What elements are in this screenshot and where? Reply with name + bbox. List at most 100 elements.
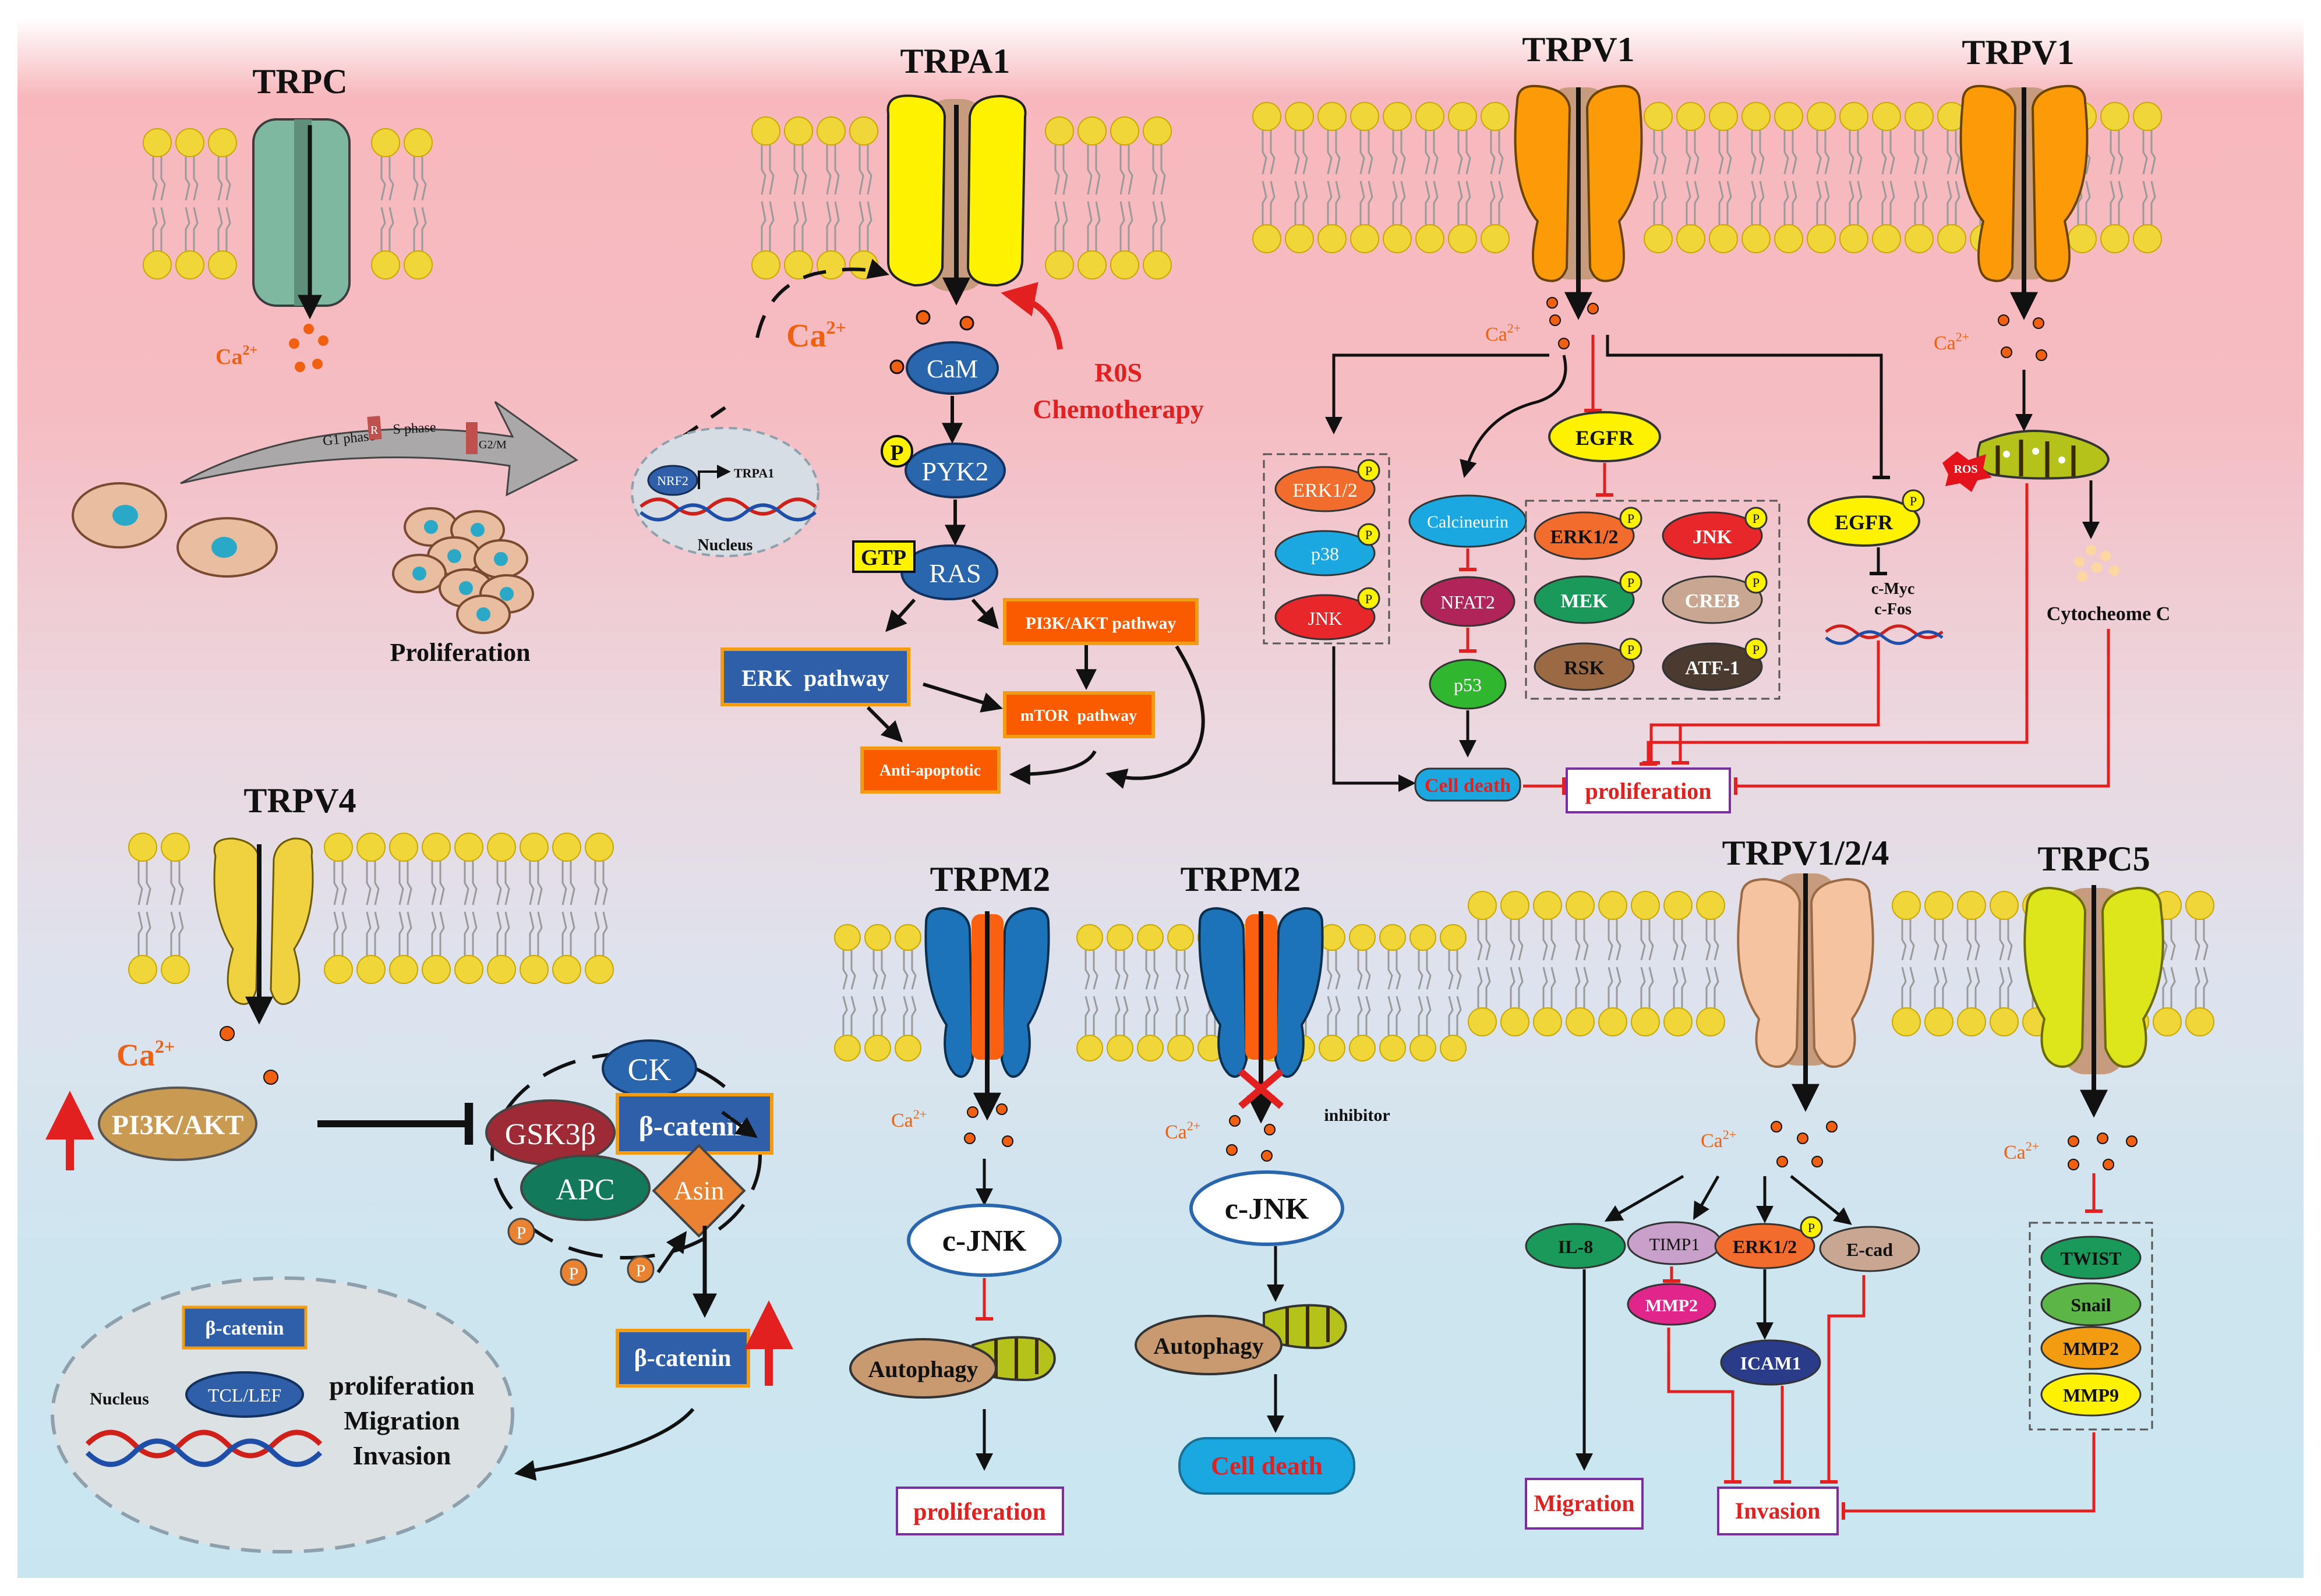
pi3k-pathway-box: PI3K/AKT pathway	[1003, 598, 1199, 645]
box2-rsk-label: RSK	[1564, 657, 1605, 679]
nucleus-outcome-proliferation: proliferation	[329, 1371, 475, 1400]
mmp9-node: MMP9	[2040, 1372, 2142, 1417]
trpv1b-channel-title: TRPV1	[1962, 33, 2074, 72]
cell-death-badge-b: Cell death	[1178, 1437, 1355, 1495]
cam-label: CaM	[927, 355, 978, 383]
erk-pathway-box: ERK pathway	[720, 647, 910, 706]
gsk3b-node: GSK3β	[485, 1099, 616, 1166]
egfr-top-label: EGFR	[1575, 426, 1634, 450]
cjnk-node-b: c-JNK	[1189, 1170, 1344, 1246]
ecad-node: E-cad	[1819, 1226, 1920, 1272]
trpv1a-ca-ions	[1546, 297, 1599, 349]
box1-jnk-label: JNK	[1308, 608, 1343, 629]
mitochondrion	[1976, 430, 2110, 480]
trpv1a-channel-title: TRPV1	[1522, 30, 1634, 69]
stimulus-chemotherapy-label: Chemotherapy	[1033, 394, 1204, 424]
panel-trpa1: TRPA1 Ca2+ NRF2 TRPA1 Nucleus R0S Chemot…	[631, 42, 1205, 794]
autophagy-node-b: Autophagy	[1135, 1304, 1347, 1375]
mmp9-label: MMP9	[2063, 1385, 2119, 1406]
box1-erk-node: ERK1/2 P	[1274, 459, 1380, 512]
ros-label: ROS	[1953, 463, 1977, 476]
cjnk-label-b: c-JNK	[1225, 1192, 1309, 1226]
lipid-bilayer	[1252, 102, 2162, 253]
erk-to-mtor-arrow	[923, 682, 1003, 713]
ca-to-ecad-arrow	[1790, 1175, 1852, 1225]
anti-apoptotic-label: Anti-apoptotic	[879, 762, 981, 780]
cfos-label: c-Fos	[1874, 600, 1912, 618]
membranes	[128, 102, 2214, 1061]
egfr-right-node: EGFR P	[1807, 489, 1925, 547]
box2-rsk-node: RSK P	[1534, 638, 1642, 691]
cell-death-label-a: Cell death	[1425, 775, 1511, 797]
ecad-label: E-cad	[1846, 1239, 1893, 1260]
phospho-badge: P	[1365, 463, 1372, 478]
mmp2-label-d: MMP2	[2063, 1338, 2119, 1359]
phospho-badge: P	[1365, 528, 1372, 542]
trpm2a-ca-ions	[964, 1103, 1013, 1147]
mapk-box-1	[1263, 453, 1390, 645]
box1-p38-label: p38	[1311, 543, 1339, 564]
p53-node: p53	[1429, 659, 1507, 710]
trpc-ca-label: Ca2+	[216, 343, 257, 369]
asin-node: Asin	[652, 1144, 746, 1238]
trpv124-channel	[1737, 873, 1874, 1112]
nucleus-outcome-migration: Migration	[344, 1406, 460, 1435]
trpv1a-to-box1-line	[1325, 353, 1549, 434]
erk-pathway-label: ERK pathway	[741, 665, 889, 691]
anti-apoptotic-box: Anti-apoptotic	[860, 746, 1001, 794]
inhibitor-cross-mark	[1238, 1068, 1284, 1109]
single-cell-1	[72, 482, 167, 548]
trpv1a-channel	[1514, 84, 1643, 320]
trpa1-ca-ions	[889, 310, 974, 374]
asin-label: Asin	[674, 1176, 725, 1205]
proliferation-label-b: proliferation	[913, 1499, 1046, 1526]
snail-label: Snail	[2071, 1294, 2111, 1315]
phospho-badge: P	[1753, 575, 1760, 590]
proliferating-cell-cluster	[392, 507, 534, 634]
box1-to-cell-death-arrow	[1332, 646, 1416, 792]
trpc5-channel-title: TRPC5	[2037, 840, 2150, 878]
invasion-label: Invasion	[1735, 1498, 1821, 1524]
nucleus-gene-label: TRPA1	[734, 466, 774, 480]
trpv4-ca-ion-1	[220, 1026, 235, 1041]
mtor-pathway-label: mTOR pathway	[1020, 707, 1137, 725]
pi3k-to-antiapoptotic-arrow	[1105, 645, 1205, 789]
ck-label: CK	[627, 1052, 671, 1087]
trpa1-nucleus: NRF2 TRPA1 Nucleus	[631, 427, 819, 557]
nfat2-label: NFAT2	[1440, 592, 1495, 613]
bcatenin-complex-box: β-catenin	[616, 1093, 773, 1155]
bcatenin-to-nucleus-arrow	[514, 1408, 695, 1481]
emt-inhibits-invasion	[1842, 1432, 2096, 1520]
invasion-box: Invasion	[1717, 1487, 1839, 1535]
erk-to-antiapoptotic-arrow	[866, 706, 903, 743]
gtp-label: GTP	[861, 546, 906, 570]
box2-atf1-node: ATF-1 P	[1662, 638, 1768, 691]
trpv4-nucleus: β-catenin Nucleus TCL/LEF proliferation …	[51, 1276, 514, 1553]
phospho-badge: P	[517, 1223, 527, 1243]
trpv1b-ca-ions	[1998, 314, 2047, 361]
lipid-bilayer	[128, 833, 614, 984]
panel-trpc5: TRPC5 Ca2+ TWIST Snail MMP2	[1842, 840, 2164, 1520]
phospho-to-asin-arrow	[656, 1231, 687, 1273]
cell-death-badge-a: Cell death	[1414, 767, 1521, 802]
trpc-channel	[252, 118, 351, 320]
autophagy-node-a: Autophagy	[849, 1336, 1056, 1399]
stimulus-ros-label: R0S	[1094, 358, 1142, 387]
twist-node: TWIST	[2040, 1236, 2142, 1280]
phospho-chain: P P P	[507, 1218, 655, 1286]
mmp2-inhibits-invasion	[1667, 1328, 1741, 1484]
proliferation-box-a: proliferation	[1566, 767, 1731, 813]
trpv1a-dna	[1825, 624, 1944, 639]
autophagy-label-b: Autophagy	[1154, 1333, 1264, 1359]
p53-label: p53	[1454, 674, 1482, 695]
g2m-label: G2/M	[479, 438, 507, 451]
calcineurin-node: Calcineurin	[1408, 494, 1527, 548]
nucleus-dna	[640, 497, 817, 516]
trpv4-dna	[85, 1429, 323, 1459]
bcatenin-free-box: β-catenin	[616, 1329, 750, 1388]
nrf2-label: NRF2	[657, 473, 688, 488]
trpm2a-ca-label: Ca2+	[891, 1107, 927, 1131]
ras-to-erk-arrow	[885, 598, 916, 632]
box2-mek-node: MEK P	[1534, 571, 1642, 624]
